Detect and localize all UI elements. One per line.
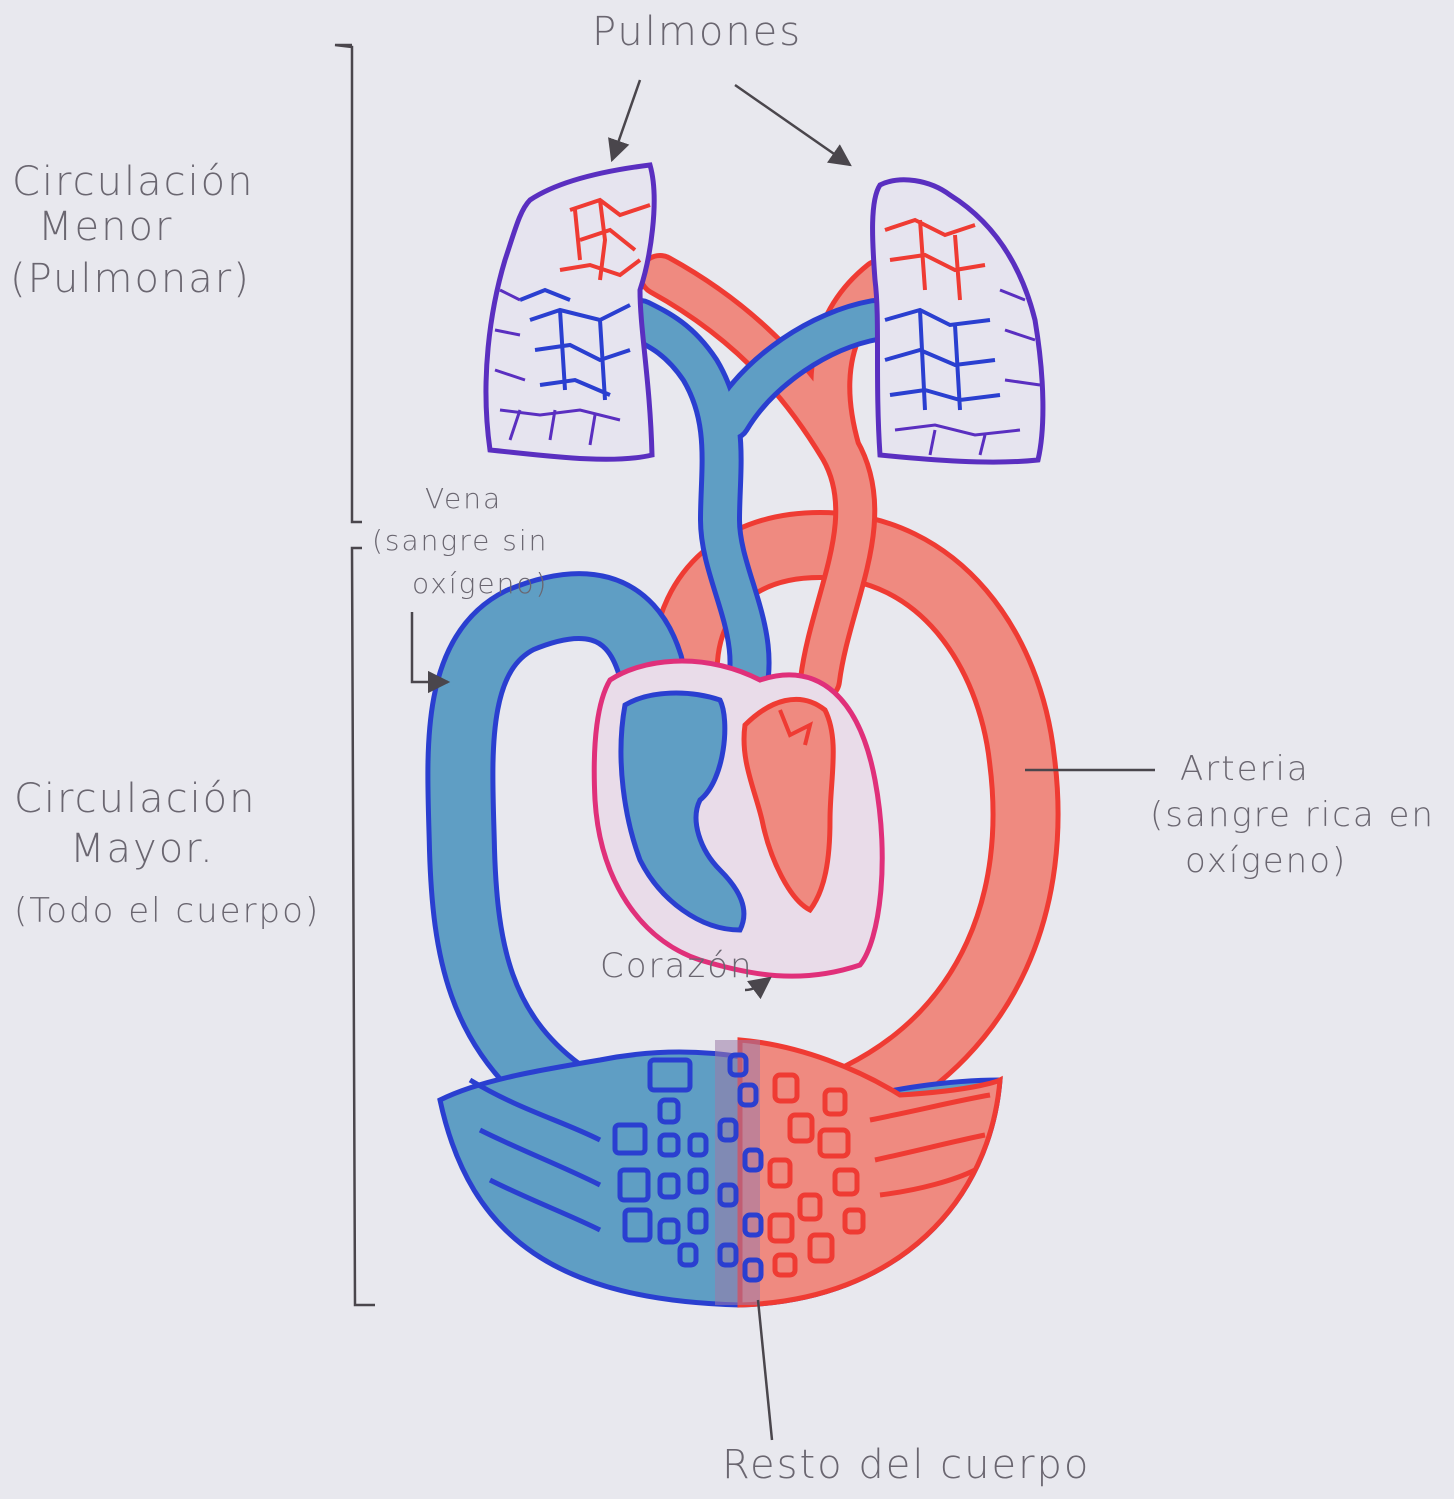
label-arteria-1: Arteria (1180, 749, 1310, 789)
heart (594, 661, 882, 976)
label-circ-menor-3: (Pulmonar) (10, 256, 251, 302)
label-vena-3: oxígeno) (412, 567, 548, 600)
label-circ-menor-2: Menor (38, 204, 173, 250)
resto-pointer-line (758, 1300, 772, 1440)
label-vena-1: Vena (425, 482, 502, 515)
bracket-pulmonary (335, 45, 362, 522)
label-pulmones: Pulmones (592, 9, 802, 55)
arrow-icon (735, 85, 850, 165)
label-resto-del-cuerpo: Resto del cuerpo (722, 1442, 1090, 1488)
label-circ-menor-1: Circulación (12, 159, 255, 205)
label-circ-mayor-3: (Todo el cuerpo) (14, 891, 320, 931)
label-arteria-3: oxígeno) (1185, 841, 1347, 881)
label-vena-2: (sangre sin (372, 524, 548, 557)
left-lung (486, 165, 654, 459)
label-circ-mayor-2: Mayor. (70, 826, 215, 872)
right-lung (873, 180, 1043, 462)
label-circ-mayor-1: Circulación (14, 776, 257, 822)
arrow-icon (612, 80, 640, 160)
bracket-systemic (352, 548, 375, 1305)
label-corazon: Corazón (600, 946, 754, 986)
label-arteria-2: (sangre rica en (1150, 795, 1435, 835)
